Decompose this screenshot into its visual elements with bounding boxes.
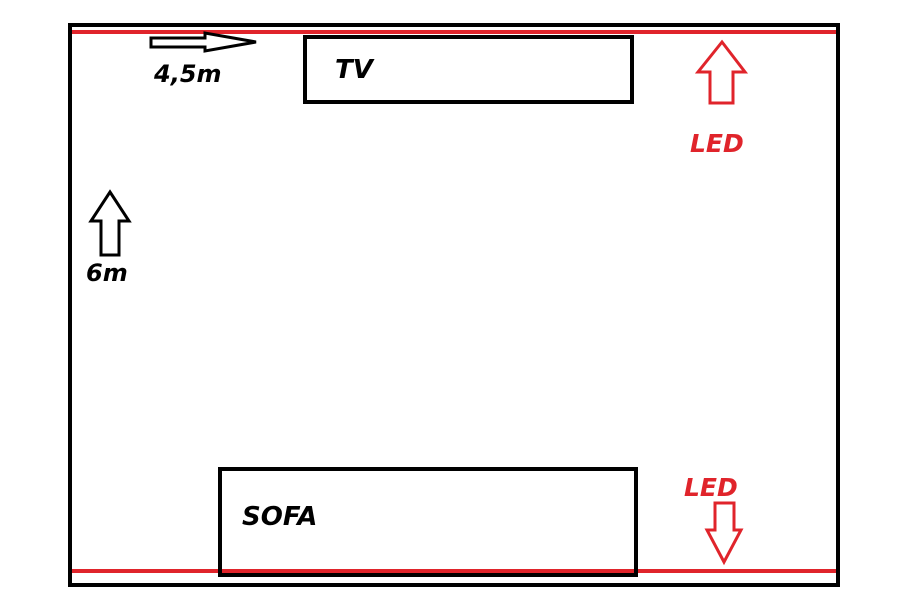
tv-label: TV (335, 55, 375, 85)
width-arrow-icon (149, 31, 257, 53)
led-top-arrow-icon (694, 39, 749, 105)
sofa-label: SOFA (242, 502, 317, 532)
tv-box (303, 35, 634, 104)
led-bottom-arrow-icon (704, 501, 744, 566)
led-top-label: LED (690, 129, 744, 158)
room-outline (68, 23, 840, 587)
length-label: 6m (86, 259, 128, 287)
width-label: 4,5m (153, 60, 222, 88)
length-arrow-icon (88, 189, 132, 257)
led-bottom-label: LED (684, 473, 738, 502)
sofa-box (218, 467, 638, 577)
